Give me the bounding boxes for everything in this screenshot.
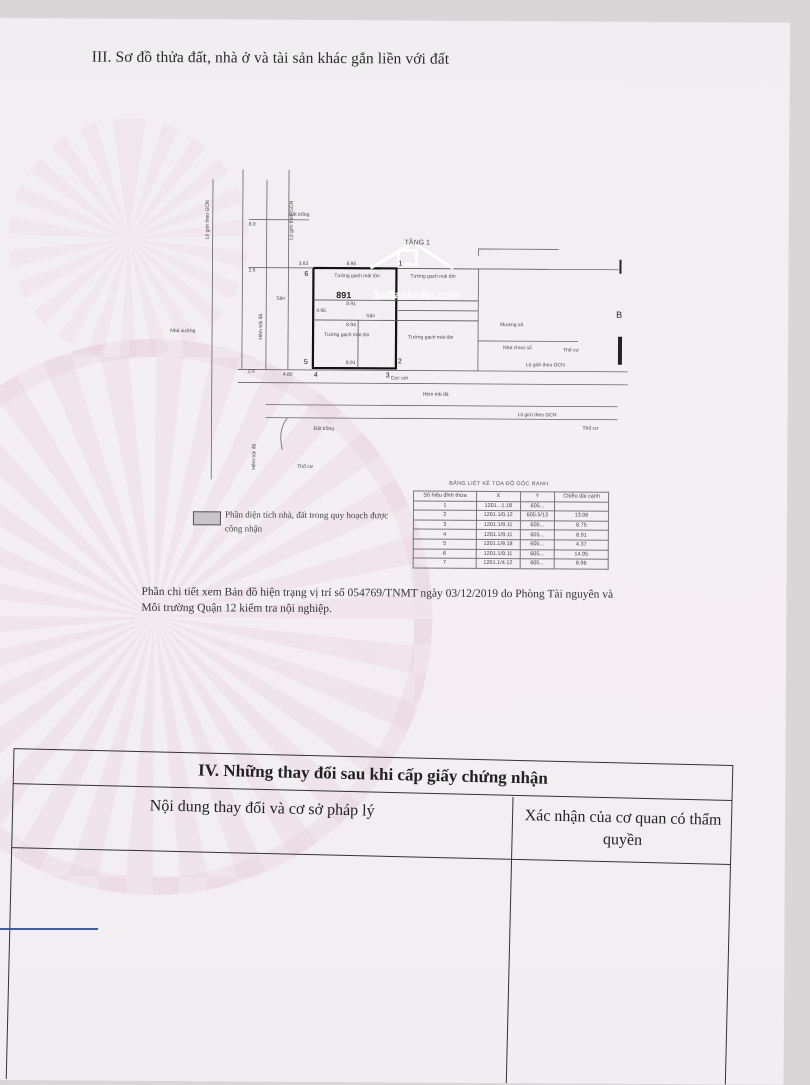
legend-text: Phần diện tích nhà, đất trong quy hoạch … xyxy=(225,507,405,536)
road-line xyxy=(242,169,243,369)
section-title: III. Sơ đồ thửa đất, nhà ở và tài sản kh… xyxy=(92,49,450,69)
dimension-label: 8.0 xyxy=(249,222,256,228)
watermark-text: SoSanhNha.com xyxy=(373,289,461,302)
label-road-boundary-vertical: Lộ giới theo GCN xyxy=(289,201,295,240)
road-line xyxy=(288,170,289,370)
table-header: Số hiệu đỉnh thửa xyxy=(414,491,477,501)
legend-swatch xyxy=(193,511,221,525)
label-road-boundary: Lộ giới theo GCN xyxy=(526,362,565,368)
label-drain: Mương xả xyxy=(500,322,523,328)
label-brick-roof: Tường gạch mái tôn xyxy=(334,273,380,279)
dimension-label: 8.91 xyxy=(346,360,356,366)
vertex-label: 6 xyxy=(304,271,308,278)
dimension-label: 2.6 xyxy=(248,268,255,274)
floor-label: TẦNG 1 xyxy=(405,236,430,246)
label-yard: Sân xyxy=(276,296,285,302)
vertex-label: 2 xyxy=(398,358,402,365)
label-road-boundary: Lộ giới theo GCN xyxy=(518,412,557,418)
table-header: X xyxy=(476,491,520,501)
pen-mark xyxy=(0,928,98,930)
changes-section: IV. Những thay đổi sau khi cấp giấy chứn… xyxy=(6,748,733,1085)
dimension-label: 8.91 xyxy=(346,301,356,307)
label-residential: Thổ cư xyxy=(297,463,314,470)
label-alley: Hẻm trải đá xyxy=(423,392,449,398)
label-residential: Thổ cư xyxy=(582,425,599,432)
vertex-label: 4 xyxy=(314,372,318,379)
label-brick-roof: Tường gạch mái tôn xyxy=(324,332,370,338)
vertex-label: 5 xyxy=(304,359,308,366)
label-alley-vertical: Hẻm trải đá xyxy=(251,443,257,469)
certificate-page: III. Sơ đồ thửa đất, nhà ở và tài sản kh… xyxy=(0,18,790,1085)
label-yard-2: Sân xyxy=(366,313,375,319)
dimension-label: 4.80 xyxy=(283,372,293,378)
reference-note: Phần chi tiết xem Bản đồ hiện trạng vị t… xyxy=(141,585,631,619)
label-brick-roof: Tường gạch mái tôn xyxy=(410,274,456,280)
label-residential: Thổ cư xyxy=(563,346,580,353)
dimension-label: 3.63 xyxy=(298,261,308,267)
vertex-label: 1 xyxy=(398,260,402,267)
parcel-891-outline xyxy=(313,268,397,369)
road-line xyxy=(211,179,213,479)
land-plot-diagram: SoSanhNha.com TẦNG 1 891 B Đất trống Nhà… xyxy=(147,149,649,492)
dimension-label: 8.94 xyxy=(346,322,356,328)
label-brick-roof: Tường gạch mái tôn xyxy=(408,334,454,340)
column-header-changes: Nội dung thay đổi và cơ sở pháp lý xyxy=(11,785,512,859)
dimension-label: 8.95 xyxy=(346,261,356,267)
label-road-boundary-vertical: Lộ giới theo GCN xyxy=(205,200,211,239)
label-land-empty-2: Đất trống xyxy=(313,426,334,432)
parcel-number: 891 xyxy=(336,290,351,300)
coordinate-table-title: BẢNG LIỆT KÊ TỌA ĐỘ GÓC RANH xyxy=(449,481,548,488)
label-house-nearby: Nhà xưởng xyxy=(170,327,196,334)
compass-bar xyxy=(618,337,622,365)
label-stake: Cọc sởi xyxy=(391,374,408,381)
table-header: Chiều dài cạnh xyxy=(555,492,609,502)
label-alley-vertical: Hẻm trải đá xyxy=(258,314,264,340)
compass-label: B xyxy=(616,310,622,320)
label-neighbor-house: Nhà chưa số xyxy=(503,345,532,351)
road-line xyxy=(266,180,267,370)
dimension-label: 2.6 xyxy=(248,369,255,375)
table-header: Y xyxy=(520,492,554,502)
dimension-label: 4.95 xyxy=(316,308,326,314)
vertex-label: 3 xyxy=(386,372,390,379)
